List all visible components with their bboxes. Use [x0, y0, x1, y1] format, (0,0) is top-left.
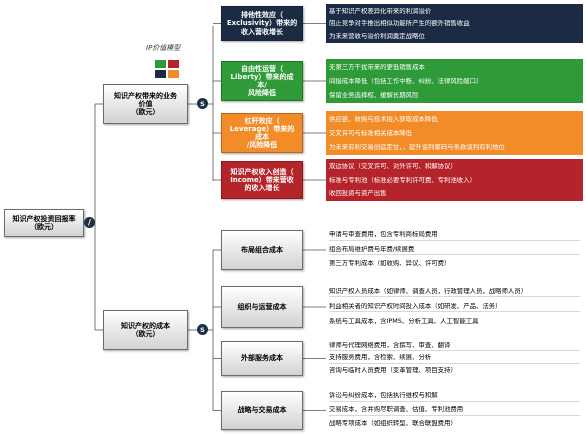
root-connector-icon: / — [84, 217, 95, 228]
value-item-label: 杠杆效应（ Leverage）带来的 成本 /风险降低 — [229, 116, 295, 150]
value-item-liberty-details: 无第三方干扰带来的更低销售成本 间接成本降低（包括工作中断、纠纷、法律风险敞口）… — [326, 59, 583, 103]
detail-line: 知识产权人员成本（如律师、调查人员，行政管理人员，战略师人员） — [329, 288, 580, 298]
detail-line: 诉讼与纠纷成本，包括执行维权与和解 — [329, 392, 580, 402]
cost-item-label: 外部服务成本 — [241, 354, 283, 363]
legend-square — [155, 70, 166, 78]
root-node-ip-roi[interactable]: 知识产权投资回报率 （欧元） — [4, 209, 84, 237]
detail-line: 交易成本，含并购尽职调查、估值、专利池费用 — [329, 406, 580, 416]
cost-item-portfolio-details: 申请与审查费用，包含专利商标局费用 组合布局维护费与年费/续展费 第三方专利成本… — [326, 228, 583, 272]
detail-line: 供应链、收购与技术授入获取成本降低 — [329, 115, 438, 123]
cost-item-label: 组织与运营成本 — [237, 302, 287, 311]
detail-line: 组合布局维护费与年费/续展费 — [329, 246, 580, 256]
detail-line: 阻止竞争对手推出相似功能所产生的额外销售收益 — [329, 20, 470, 27]
detail-line: 咨询与临时人员费用（变革管理、项目支持） — [329, 366, 457, 374]
cost-item-label: 布局组合成本 — [241, 245, 283, 254]
value-item-leverage[interactable]: 杠杆效应（ Leverage）带来的 成本 /风险降低 — [221, 113, 303, 153]
detail-line: 无第三方干扰带来的更低销售成本 — [329, 63, 425, 71]
value-item-leverage-details: 供应链、收购与技术授入获取成本降低 交叉许可与标准相关成本降低 为未来有利交易创… — [326, 111, 583, 155]
cost-item-strategy-transaction-details: 诉讼与纠纷成本，包括执行维权与和解 交易成本，含并购尽职调查、估值、专利池费用 … — [326, 389, 583, 432]
cost-sum-connector-icon: S — [197, 324, 208, 335]
detail-line: 系统与工具成本，含IPMS、分析工具、人工智能工具 — [329, 317, 479, 325]
detail-line: 申请与审查费用，包含专利商标局费用 — [329, 231, 580, 241]
value-item-income[interactable]: 知识产权收入创造（ Income）带来营收 的收入增长 — [221, 161, 303, 199]
detail-line: 标准与专利池（标准必要专利许可费、专利池收入） — [329, 176, 476, 184]
value-item-liberty[interactable]: 自由性运营（ Liberty）带来的成 本/ 风险降低 — [221, 61, 303, 101]
detail-line: 第三方专利成本（如收购、异议、许可费） — [329, 260, 451, 268]
detail-line: 交叉许可与标准相关成本降低 — [329, 129, 413, 137]
legend-square — [168, 70, 179, 78]
legend-square — [155, 60, 166, 68]
value-item-income-details: 双边协议（交叉许可、对外许可、和解协议） 标准与专利池（标准必要专利许可费、专利… — [326, 159, 583, 201]
detail-line: 间接成本降低（包括工作中断、纠纷、法律风险敞口） — [329, 77, 483, 85]
cost-item-external-services-details: 律师与代理网络费用，含撰写、审查、翻译 支持服务费用，含检索、续展、分析 咨询与… — [326, 339, 583, 378]
detail-line: 为未来营收与溢价利润奠定战略位 — [329, 32, 425, 40]
ip-value-model-caption: IP价值模型 — [146, 44, 181, 52]
value-branch-label: 知识产权带来的业务 价值 （欧元） — [114, 91, 177, 117]
value-branch-node[interactable]: 知识产权带来的业务 价值 （欧元） — [103, 84, 188, 124]
value-item-exclusivity[interactable]: 排他性效应（ Exclusivity）带来的 收入营收增长 — [221, 6, 303, 41]
value-item-exclusivity-details: 基于知识产权差异化带来的利润溢价 阻止竞争对手推出相似功能所产生的额外销售收益 … — [326, 4, 583, 43]
detail-line: 为未来有利交易创造定位，，提升谈判筹码与条款谈判有利地位 — [329, 143, 505, 151]
root-node-label: 知识产权投资回报率 （欧元） — [12, 214, 76, 231]
cost-item-label: 战略与交易成本 — [237, 406, 287, 415]
detail-line: 收回投资与资产出售 — [329, 190, 387, 197]
legend-square — [168, 60, 179, 68]
detail-line: 基于知识产权差异化带来的利润溢价 — [329, 7, 432, 15]
value-item-label: 排他性效应（ Exclusivity）带来的 收入营收增长 — [226, 11, 298, 36]
cost-item-organization-details: 知识产权人员成本（如律师、调查人员，行政管理人员，战略师人员） 利益相关者的知识… — [326, 284, 583, 330]
detail-line: 保留业务选择权、缓解长期风险 — [329, 91, 419, 99]
cost-branch-label: 知识产权的成本 （欧元） — [121, 321, 170, 338]
cost-item-portfolio[interactable]: 布局组合成本 — [221, 230, 303, 270]
cost-item-strategy-transaction[interactable]: 战略与交易成本 — [221, 391, 303, 430]
value-item-label: 自由性运营（ Liberty）带来的成 本/ 风险降低 — [230, 64, 294, 98]
detail-line: 双边协议（交叉许可、对外许可、和解协议） — [329, 163, 457, 170]
detail-line: 战略专项成本（如组织转型、联合联盟费用） — [329, 420, 457, 428]
detail-line: 利益相关者的知识产权时间投入成本（如研发、产品、法务） — [329, 303, 580, 313]
value-sum-connector-icon: S — [197, 98, 208, 109]
detail-line: 支持服务费用，含检索、续展、分析 — [329, 354, 580, 364]
cost-branch-node[interactable]: 知识产权的成本 （欧元） — [103, 310, 188, 350]
ip-value-model-legend-icon — [155, 60, 179, 78]
detail-line: 律师与代理网络费用，含撰写、审查、翻译 — [329, 342, 580, 352]
value-item-label: 知识产权收入创造（ Income）带来营收 的收入增长 — [230, 167, 294, 193]
cost-item-external-services[interactable]: 外部服务成本 — [221, 341, 303, 376]
cost-item-organization[interactable]: 组织与运营成本 — [221, 286, 303, 328]
